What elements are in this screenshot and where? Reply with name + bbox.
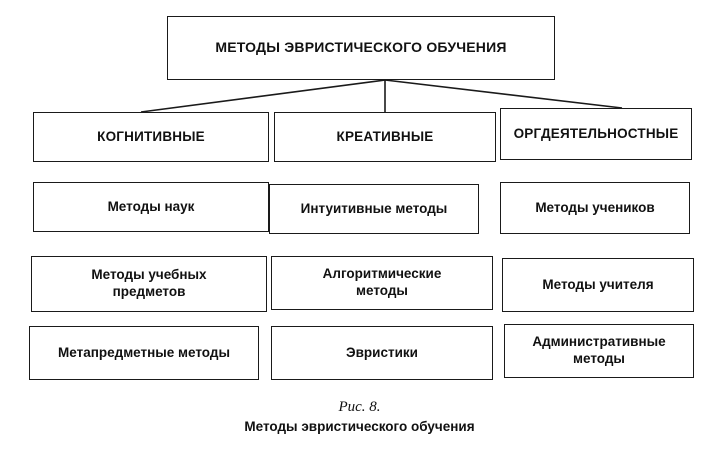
category-cognitive: КОГНИТИВНЫЕ [33,112,269,162]
connector-to-orgactivity [384,79,623,109]
root-label: МЕТОДЫ ЭВРИСТИЧЕСКОГО ОБУЧЕНИЯ [215,39,507,56]
item-methods-of-sciences: Методы наук [33,182,269,232]
item-label: Методы наук [107,198,195,214]
item-algorithmic-methods: Алгоритмические методы [271,256,493,310]
item-metasubject-methods: Метапредметные методы [29,326,259,380]
figure-title: Методы эвристического обучения [244,419,475,434]
item-label: Интуитивные методы [300,200,448,216]
item-methods-of-subjects: Методы учебных предметов [31,256,267,312]
item-intuitive-methods: Интуитивные методы [269,184,479,234]
category-cognitive-label: КОГНИТИВНЫЕ [97,128,205,144]
category-orgactivity-label: ОРГДЕЯТЕЛЬНОСТНЫЕ [513,125,679,141]
root-box: МЕТОДЫ ЭВРИСТИЧЕСКОГО ОБУЧЕНИЯ [167,16,555,80]
item-administrative-methods: Административные методы [504,324,694,378]
category-creative-label: КРЕАТИВНЫЕ [336,128,434,144]
figure-number: Рис. 8. [338,399,381,415]
connector-to-cognitive [140,79,386,113]
item-label: Методы учебных предметов [91,267,207,299]
item-label: Методы учителя [542,276,654,292]
item-label: Алгоритмические методы [322,266,442,298]
item-heuristics: Эвристики [271,326,493,380]
item-label: Метапредметные методы [58,344,230,360]
item-label: Административные методы [532,334,666,366]
item-teacher-methods: Методы учителя [502,258,694,312]
item-students-methods: Методы учеников [500,182,690,234]
category-creative: КРЕАТИВНЫЕ [274,112,496,162]
item-label: Эвристики [346,344,418,360]
item-label: Методы учеников [535,199,655,215]
category-orgactivity: ОРГДЕЯТЕЛЬНОСТНЫЕ [500,108,692,160]
